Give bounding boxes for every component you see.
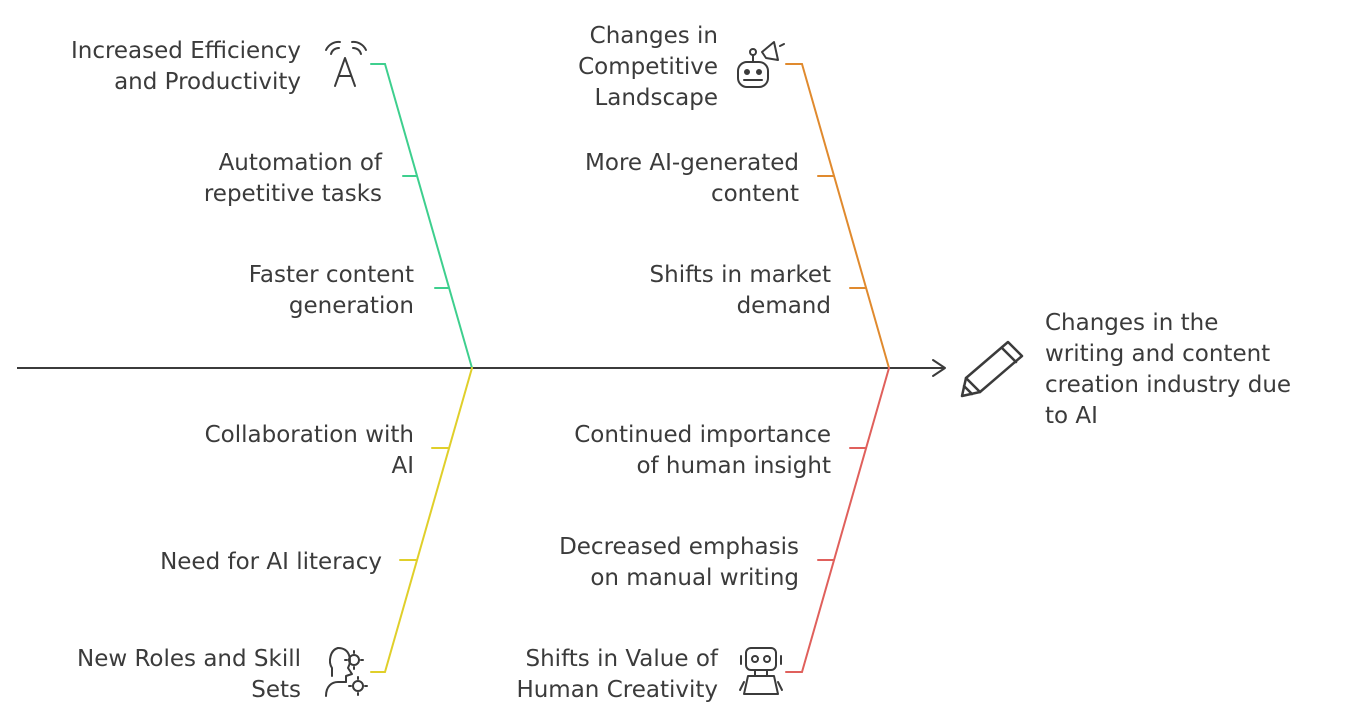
cause-label-line: Faster content bbox=[248, 262, 414, 288]
cause-market-demand-label: Shifts in market demand bbox=[650, 260, 831, 322]
cause-label-line: generation bbox=[288, 293, 414, 319]
spine-arrowhead bbox=[932, 359, 946, 377]
cause-collaboration-label: Collaboration with AI bbox=[205, 420, 414, 482]
bone-roles bbox=[370, 367, 473, 673]
cause-label-line: More AI-generated bbox=[585, 150, 799, 176]
cause-label-line: Shifts in market bbox=[649, 262, 831, 288]
category-label-line: Competitive bbox=[578, 54, 718, 80]
pencil-icon bbox=[960, 340, 1024, 398]
effect-label-line: writing and content bbox=[1045, 341, 1271, 367]
cause-automation-label: Automation of repetitive tasks bbox=[204, 148, 382, 210]
bone-efficiency bbox=[370, 63, 473, 369]
cause-manual-writing-label: Decreased emphasis on manual writing bbox=[559, 532, 799, 594]
cause-label-line: Automation of bbox=[218, 150, 382, 176]
cause-label-line: Decreased emphasis bbox=[559, 534, 799, 560]
robot-megaphone-icon bbox=[737, 41, 785, 88]
cause-ai-literacy-label: Need for AI literacy bbox=[160, 547, 382, 578]
bone-competitive-line bbox=[801, 63, 890, 369]
bone-roles-line bbox=[384, 367, 473, 673]
effect-label: Changes in the writing and content creat… bbox=[1045, 308, 1291, 432]
bone-competitive bbox=[785, 63, 890, 369]
category-label-line: New Roles and Skill bbox=[76, 646, 301, 672]
cause-faster-content-label: Faster content generation bbox=[249, 260, 414, 322]
category-label-line: Human Creativity bbox=[516, 677, 718, 703]
category-label-line: and Productivity bbox=[114, 69, 301, 95]
effect-label-line: to AI bbox=[1045, 403, 1098, 429]
cause-label-line: repetitive tasks bbox=[203, 181, 382, 207]
category-label-line: Sets bbox=[251, 677, 301, 703]
cause-label-line: on manual writing bbox=[590, 565, 799, 591]
category-creativity-label: Shifts in Value of Human Creativity bbox=[516, 644, 718, 706]
effect-label-line: Changes in the bbox=[1045, 310, 1219, 336]
cause-label-line: of human insight bbox=[636, 453, 831, 479]
category-roles-label: New Roles and Skill Sets bbox=[77, 644, 301, 706]
cause-human-insight-label: Continued importance of human insight bbox=[574, 420, 831, 482]
cause-label-line: AI bbox=[391, 453, 414, 479]
cause-label-line: demand bbox=[736, 293, 831, 319]
category-competitive-label: Changes in Competitive Landscape bbox=[578, 21, 718, 114]
bone-creativity bbox=[785, 367, 890, 673]
robot-icon bbox=[739, 647, 783, 695]
category-label-line: Landscape bbox=[594, 85, 718, 111]
cause-ai-generated-label: More AI-generated content bbox=[585, 148, 799, 210]
category-label-line: Shifts in Value of bbox=[525, 646, 719, 672]
bone-efficiency-line bbox=[384, 63, 473, 369]
head-gear-icon bbox=[325, 647, 368, 697]
cause-label-line: Continued importance bbox=[574, 422, 831, 448]
category-label-line: Increased Efficiency bbox=[70, 38, 301, 64]
bone-creativity-line bbox=[801, 367, 890, 673]
cause-label-line: Need for AI literacy bbox=[160, 549, 382, 575]
cause-label-line: Collaboration with bbox=[204, 422, 414, 448]
font-signal-icon bbox=[325, 40, 367, 87]
category-label-line: Changes in bbox=[589, 23, 718, 49]
category-efficiency-label: Increased Efficiency and Productivity bbox=[71, 36, 301, 98]
cause-label-line: content bbox=[710, 181, 799, 207]
effect-label-line: creation industry due bbox=[1045, 372, 1292, 398]
